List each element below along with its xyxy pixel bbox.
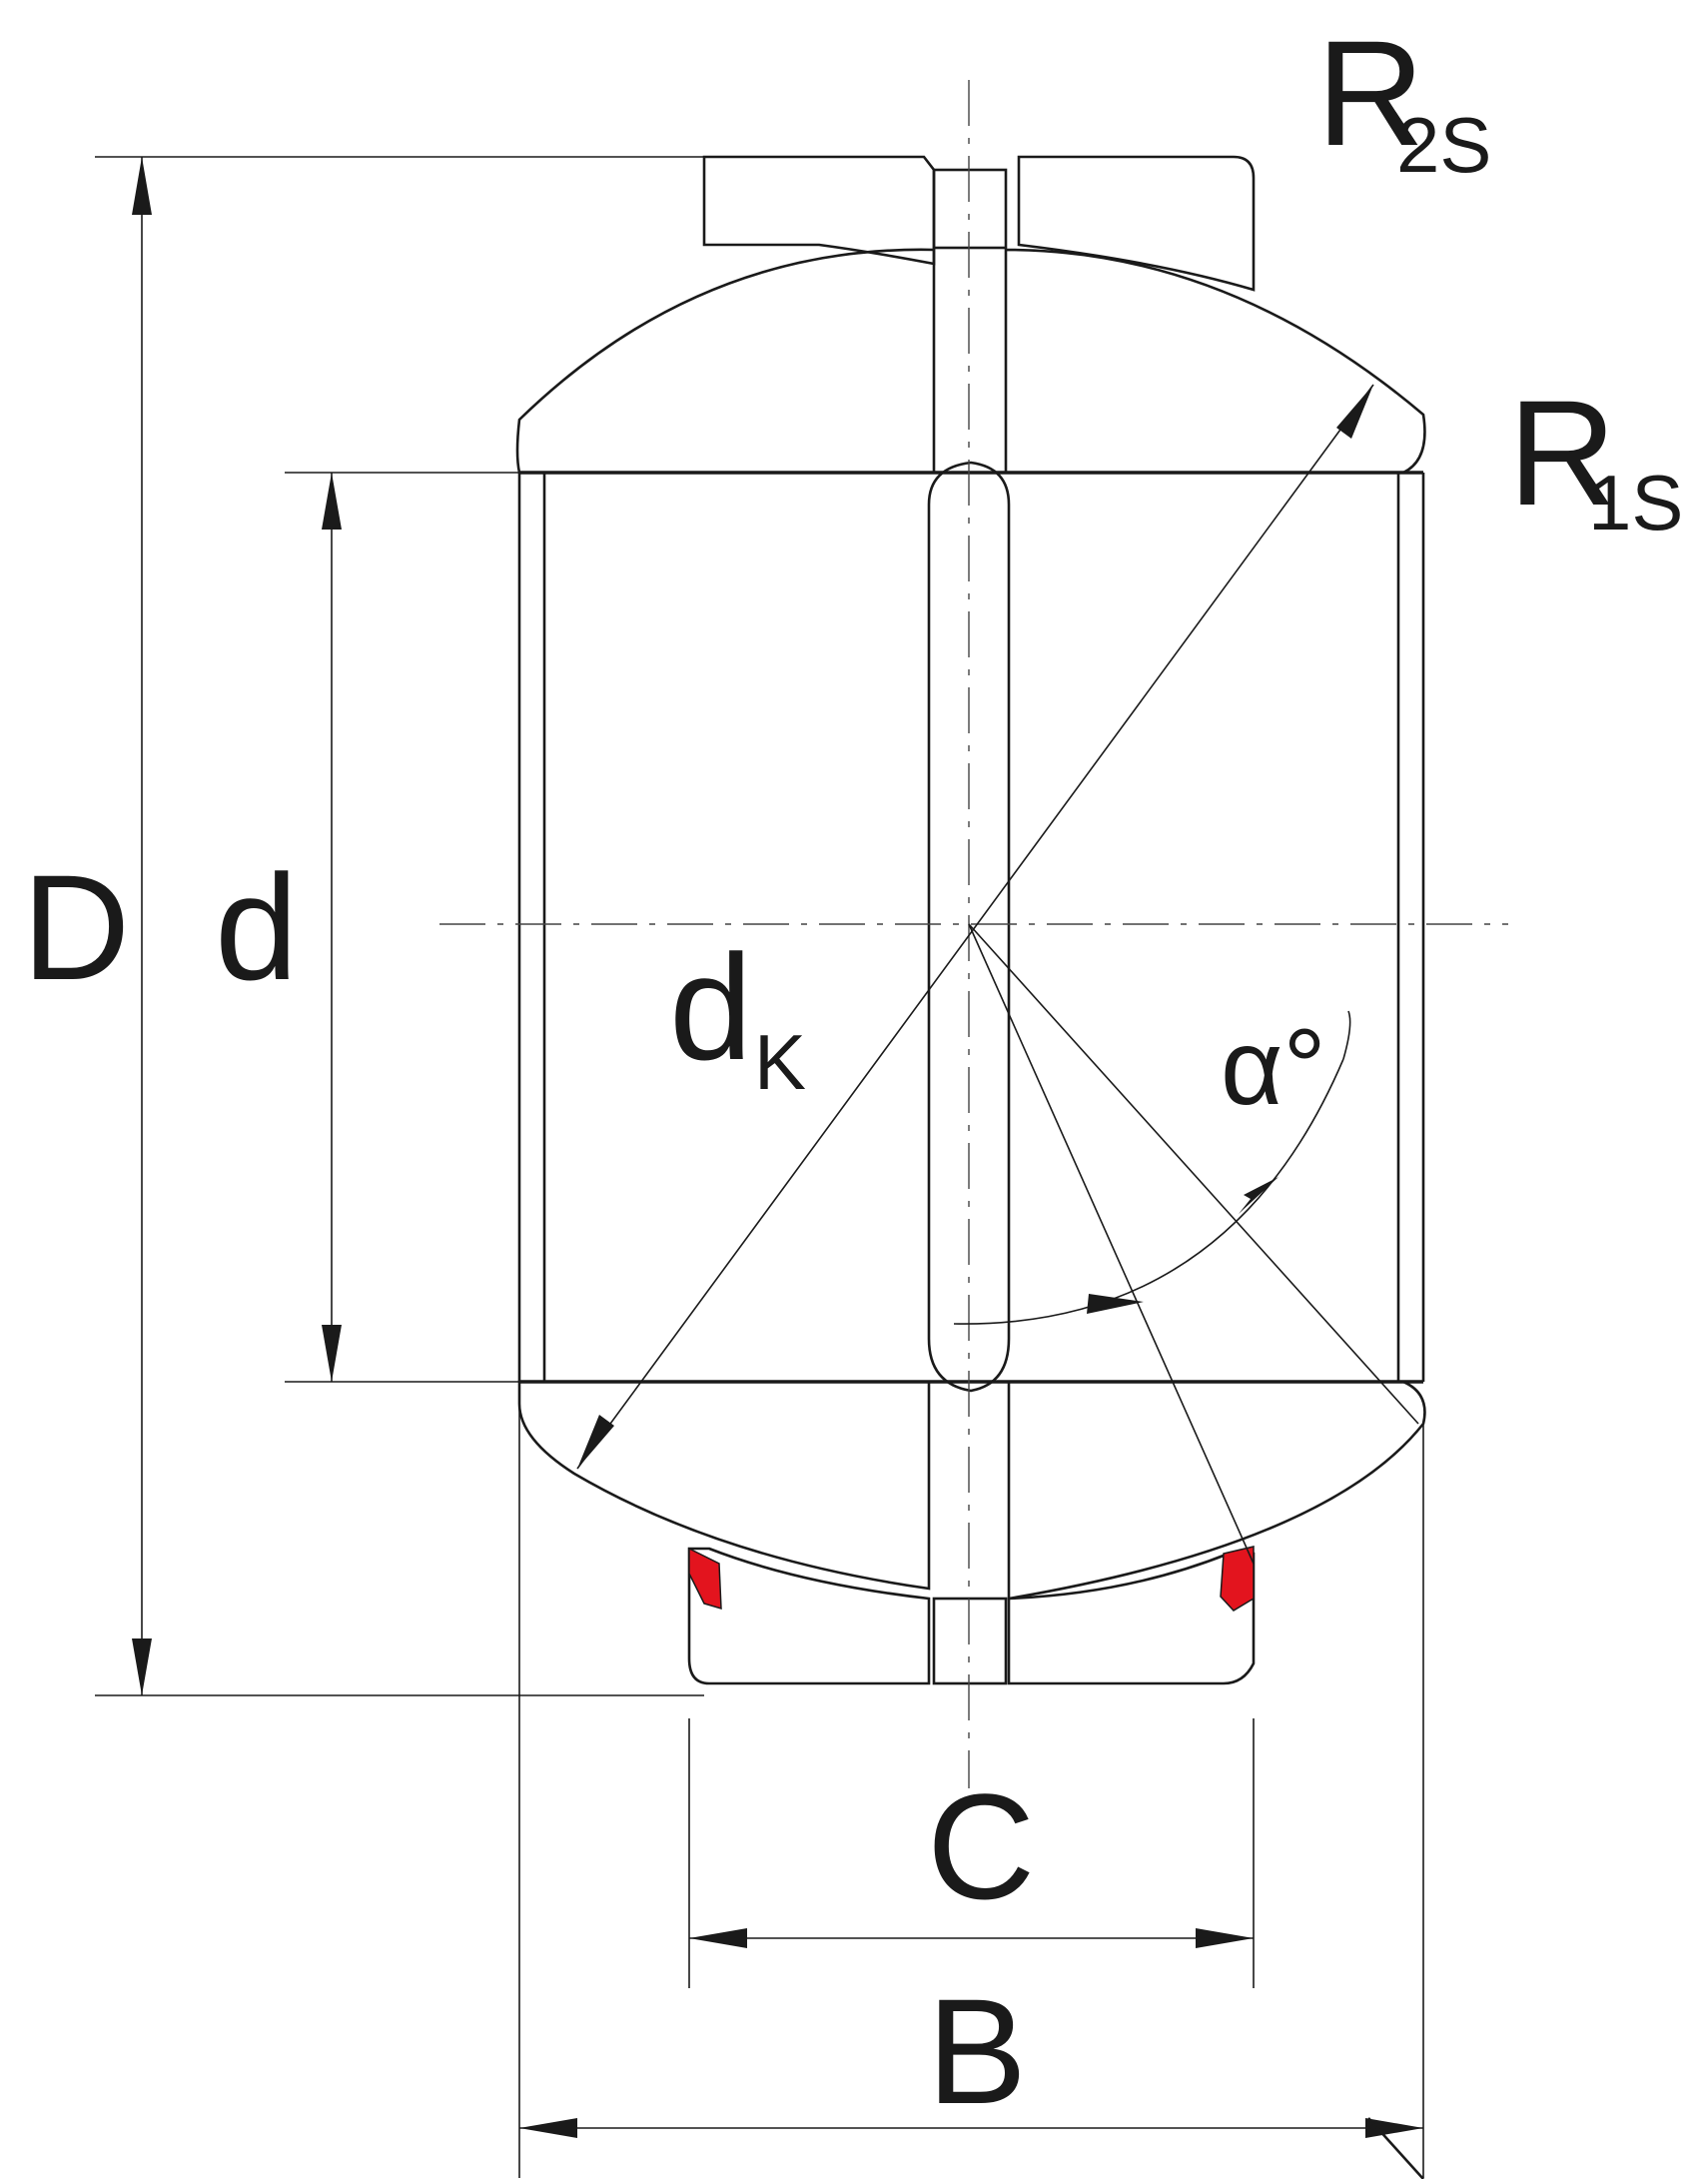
svg-text:R: R bbox=[1508, 369, 1616, 537]
dimension-D bbox=[95, 156, 704, 1696]
dimension-dK bbox=[576, 384, 1374, 1470]
seals bbox=[688, 1546, 1255, 1612]
svg-text:R: R bbox=[1316, 9, 1424, 177]
label-alpha: α° bbox=[1221, 1006, 1326, 1127]
label-d: d bbox=[215, 843, 298, 1011]
svg-text:2S: 2S bbox=[1396, 101, 1491, 189]
tilt-angle-lines bbox=[953, 923, 1419, 1565]
label-C: C bbox=[927, 1762, 1035, 1930]
dimension-C bbox=[688, 1718, 1255, 1988]
dimension-d bbox=[285, 472, 519, 1383]
seal-right bbox=[1220, 1546, 1255, 1612]
inner-ring-bottom-section bbox=[517, 1380, 1426, 1601]
label-D: D bbox=[22, 843, 130, 1011]
alpha-arrow-lower bbox=[1087, 1294, 1144, 1314]
outer-ring-top-section bbox=[702, 155, 1256, 292]
svg-text:K: K bbox=[754, 1018, 806, 1106]
svg-text:d: d bbox=[669, 923, 752, 1091]
inner-ring-top-section bbox=[515, 248, 1426, 475]
dimension-B bbox=[518, 1404, 1424, 2179]
label-R2S: R 2S bbox=[1316, 9, 1491, 189]
seal-left bbox=[688, 1547, 722, 1611]
label-dK: d K bbox=[669, 923, 806, 1106]
label-R1S: R 1S bbox=[1508, 369, 1683, 546]
label-B: B bbox=[927, 1967, 1027, 2135]
alpha-arrow-upper bbox=[1239, 1177, 1279, 1214]
outer-ring-bottom-section bbox=[687, 1547, 1256, 1685]
svg-text:1S: 1S bbox=[1588, 459, 1683, 546]
